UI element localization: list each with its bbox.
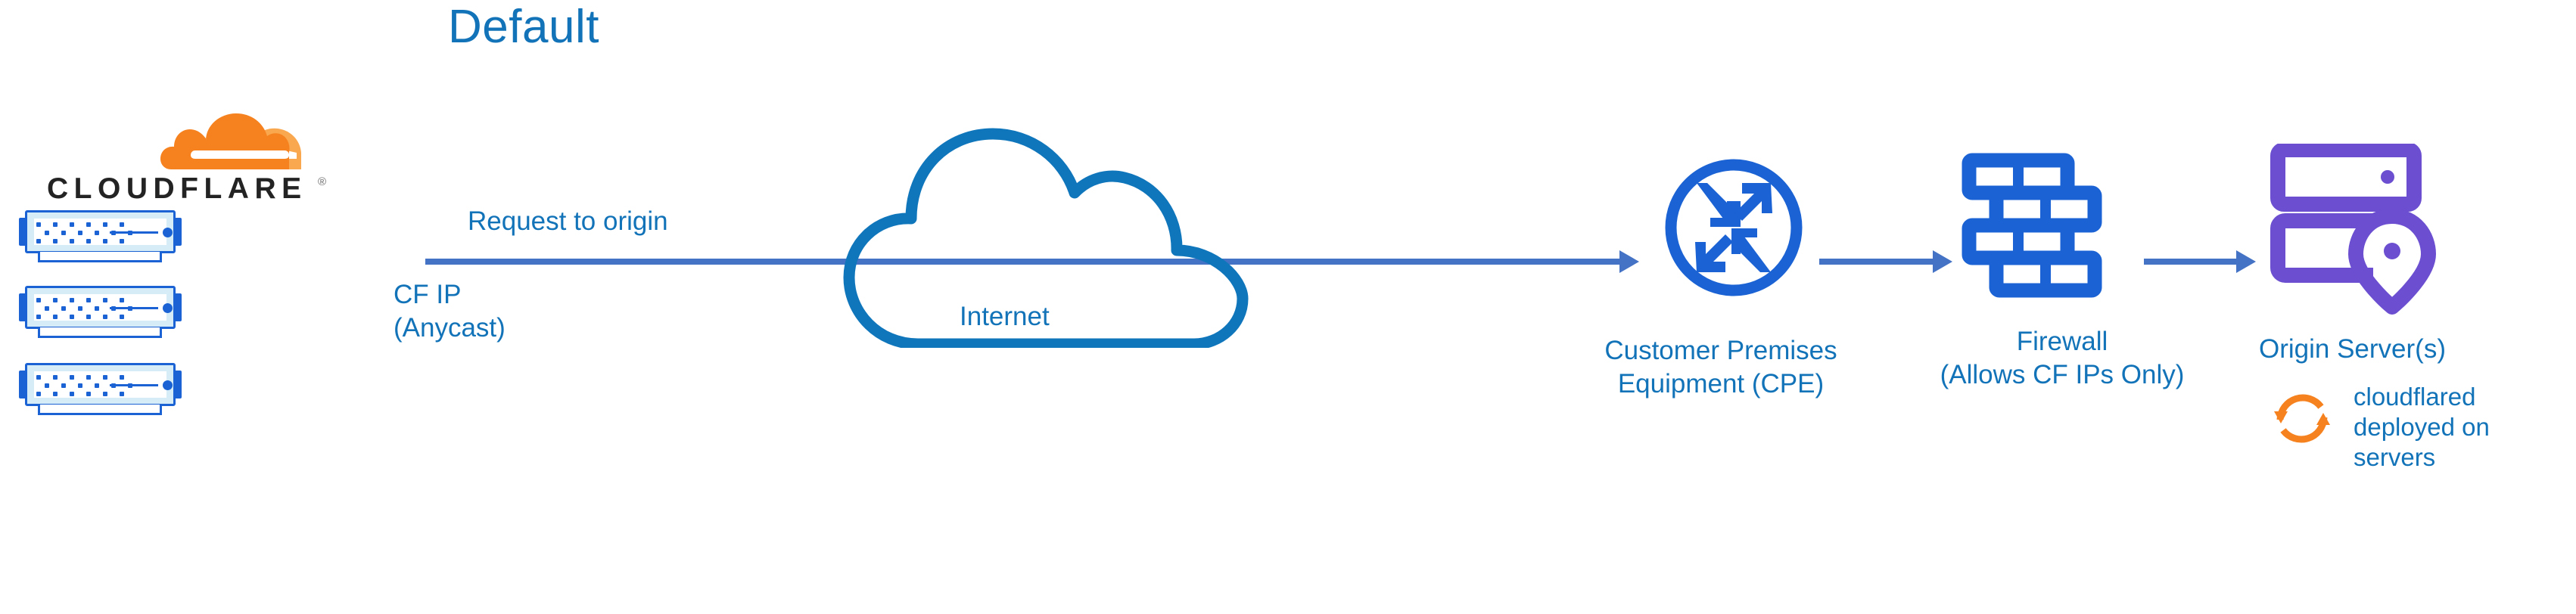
device-vent-dot [95, 306, 99, 311]
internet-label: Internet [960, 302, 1050, 331]
device-vent-dot [120, 375, 124, 380]
origin-server-icon [2270, 142, 2443, 315]
device-slot [110, 384, 158, 386]
internet-cloud-icon [832, 110, 1286, 350]
device-status-led [163, 228, 173, 237]
cloudflare-wordmark: CLOUDFLARE [47, 172, 307, 205]
device-vent-dot [45, 231, 49, 235]
device-vent-dot [103, 392, 107, 396]
device-vent-dot [36, 239, 41, 243]
connector-firewall-to-origin-line [2144, 259, 2236, 265]
device-vent-dot [103, 222, 107, 227]
connector-cpe-to-firewall-line [1819, 259, 1933, 265]
cpe-label: Customer Premises Equipment (CPE) [1604, 336, 1837, 398]
cloudflared-note-label: cloudflared deployed on servers [2354, 383, 2490, 471]
cloudflare-logo: CLOUDFLARE ® [30, 106, 333, 205]
device-vent-dot [36, 298, 41, 302]
connector-label-request-to-origin: Request to origin [468, 206, 668, 236]
connector-edge-to-cpe-arrowhead-icon [1619, 250, 1639, 273]
device-vent-dot [53, 222, 58, 227]
device-vent-dot [78, 383, 82, 388]
device-vent-dot [86, 315, 91, 319]
cloudflared-sync-icon [2266, 378, 2338, 449]
cf-edge-device [19, 286, 182, 343]
device-vent-dot [86, 375, 91, 380]
device-vent-dot [120, 239, 124, 243]
cf-edge-device [19, 363, 182, 420]
registered-trademark-icon: ® [318, 175, 327, 188]
firewall-label: Firewall (Allows CF IPs Only) [1940, 327, 2185, 389]
device-vent-dot [120, 315, 124, 319]
connector-firewall-to-origin-arrowhead-icon [2236, 250, 2256, 273]
device-vent-dot [70, 298, 74, 302]
cf-edge-device [19, 210, 182, 268]
firewall-brick-wall-icon [1960, 151, 2104, 302]
device-vent-dot [103, 375, 107, 380]
device-vent-dot [36, 375, 41, 380]
device-base [38, 252, 162, 262]
device-vent-dot [103, 315, 107, 319]
device-vent-dot [103, 239, 107, 243]
device-slot [110, 307, 158, 309]
device-vent-dot [120, 392, 124, 396]
device-vent-dot [70, 315, 74, 319]
device-status-led [163, 380, 173, 390]
connector-edge-to-cpe-line [425, 259, 1619, 265]
device-base [38, 405, 162, 415]
cf-edge-sublabel: CF IP (Anycast) [394, 280, 506, 343]
device-vent-dot [70, 392, 74, 396]
device-status-led [163, 303, 173, 313]
device-vent-dot [95, 231, 99, 235]
device-vent-dot [120, 222, 124, 227]
cpe-router-icon [1662, 156, 1806, 299]
device-vent-dot [86, 239, 91, 243]
device-vent-dot [36, 222, 41, 227]
device-vent-dot [61, 306, 66, 311]
device-vent-dot [53, 298, 58, 302]
page-title: Default [448, 1, 599, 53]
device-vent-dot [45, 383, 49, 388]
device-vent-dot [61, 383, 66, 388]
device-vent-dot [86, 222, 91, 227]
device-vent-dot [70, 222, 74, 227]
device-vent-dot [78, 306, 82, 311]
device-vent-dot [53, 315, 58, 319]
device-vent-dot [103, 298, 107, 302]
device-vent-dot [36, 315, 41, 319]
device-base [38, 327, 162, 338]
device-vent-dot [53, 392, 58, 396]
device-vent-dot [70, 375, 74, 380]
device-vent-dot [95, 383, 99, 388]
connector-cpe-to-firewall-arrowhead-icon [1933, 250, 1952, 273]
device-vent-dot [53, 239, 58, 243]
device-vent-dot [86, 298, 91, 302]
cloudflare-cloud-icon [160, 113, 301, 169]
origin-server-label: Origin Server(s) [2259, 334, 2446, 364]
device-vent-dot [36, 392, 41, 396]
device-vent-dot [70, 239, 74, 243]
device-vent-dot [86, 392, 91, 396]
device-vent-dot [61, 231, 66, 235]
device-vent-dot [78, 231, 82, 235]
device-vent-dot [45, 306, 49, 311]
device-slot [110, 231, 158, 234]
device-vent-dot [53, 375, 58, 380]
device-vent-dot [120, 298, 124, 302]
